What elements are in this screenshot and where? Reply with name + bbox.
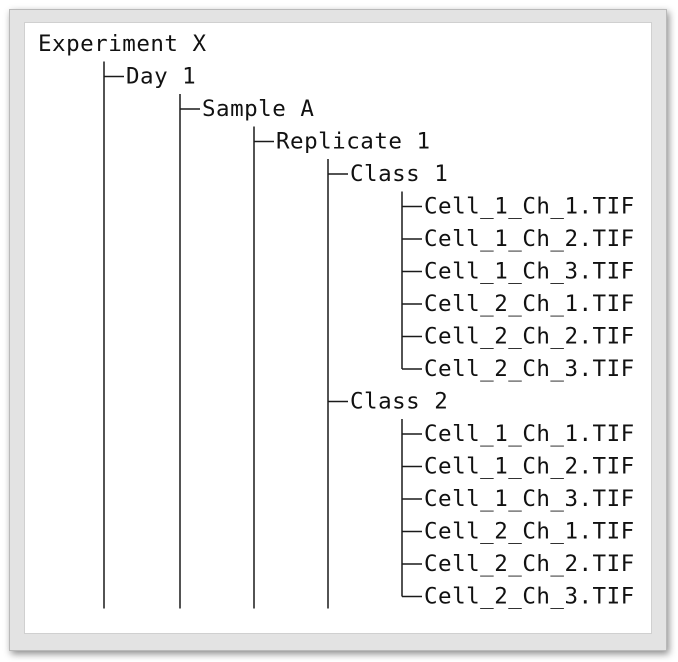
- tree-node-root: Experiment X: [38, 31, 207, 57]
- tree-panel: [24, 22, 652, 634]
- tree-node-file: Cell_1_Ch_1.TIF: [424, 421, 635, 447]
- tree-node-sample: Sample A: [202, 96, 314, 122]
- tree-node-file: Cell_1_Ch_1.TIF: [424, 194, 635, 220]
- tree-node-file: Cell_2_Ch_3.TIF: [424, 584, 635, 610]
- tree-node-file: Cell_2_Ch_3.TIF: [424, 356, 635, 382]
- tree-node-day: Day 1: [126, 64, 196, 90]
- tree-node-file: Cell_1_Ch_3.TIF: [424, 486, 635, 512]
- tree-node-class: Class 2: [350, 389, 448, 415]
- tree-node-replicate: Replicate 1: [276, 129, 431, 155]
- tree-node-file: Cell_1_Ch_2.TIF: [424, 226, 635, 252]
- tree-node-file: Cell_2_Ch_2.TIF: [424, 324, 635, 350]
- tree-node-class: Class 1: [350, 161, 448, 187]
- tree-node-file: Cell_1_Ch_3.TIF: [424, 259, 635, 285]
- tree-node-file: Cell_2_Ch_2.TIF: [424, 551, 635, 577]
- tree-node-file: Cell_2_Ch_1.TIF: [424, 291, 635, 317]
- tree-node-file: Cell_2_Ch_1.TIF: [424, 519, 635, 545]
- tree-node-file: Cell_1_Ch_2.TIF: [424, 454, 635, 480]
- figure-frame: [9, 9, 667, 651]
